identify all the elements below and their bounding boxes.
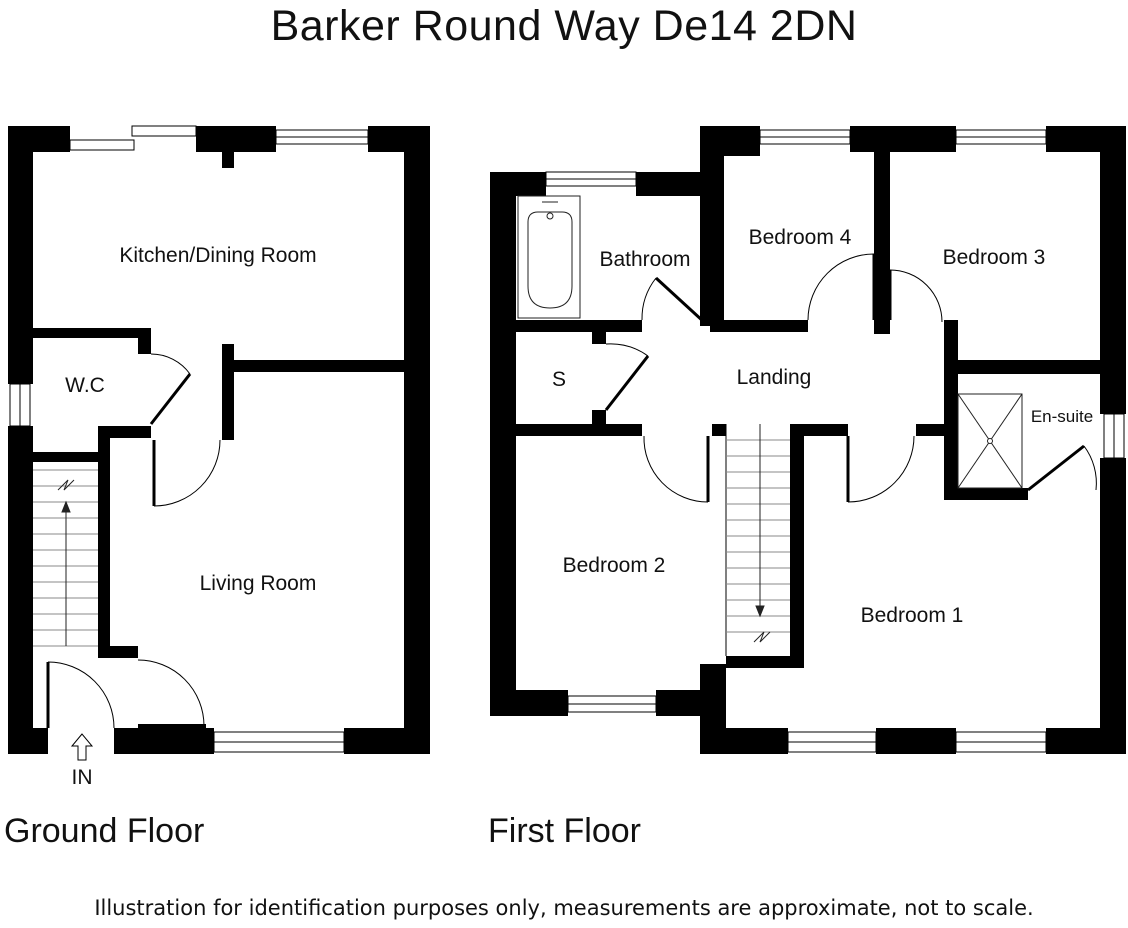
first-floor-walls — [490, 126, 1126, 754]
disclaimer-text: Illustration for identification purposes… — [94, 896, 1034, 920]
ground-floor-plan: Kitchen/Dining Room W.C Living Room IN — [8, 125, 430, 789]
room-label-landing: Landing — [737, 366, 812, 389]
room-label-wc: W.C — [65, 374, 105, 397]
room-label-bedroom-3: Bedroom 3 — [943, 246, 1046, 269]
room-label-bedroom-4: Bedroom 4 — [749, 226, 852, 249]
first-window-lines — [546, 136, 1115, 743]
room-label-living: Living Room — [200, 572, 317, 595]
entrance-arrow-icon — [70, 733, 94, 761]
room-label-en-suite: En-suite — [1031, 407, 1093, 426]
room-label-storage: S — [552, 368, 566, 391]
ground-floor-label: Ground Floor — [4, 812, 205, 850]
ground-floor-doors — [46, 353, 221, 729]
first-floor-windows — [545, 129, 1125, 753]
first-floor-label: First Floor — [488, 812, 641, 850]
entrance-label: IN — [72, 766, 93, 789]
shower-tray-icon — [957, 393, 1023, 489]
room-label-bedroom-1: Bedroom 1 — [861, 604, 964, 627]
ground-window-lines — [19, 136, 368, 743]
ground-floor-walls — [8, 126, 430, 754]
ground-floor-windows — [9, 125, 369, 753]
first-floor-doors — [604, 253, 1097, 503]
first-floor-stairs — [725, 424, 790, 656]
room-label-bathroom: Bathroom — [599, 248, 690, 271]
bathtub-icon — [517, 195, 581, 319]
ground-floor-stairs — [33, 469, 98, 647]
plan-title: Barker Round Way De14 2DN — [270, 2, 858, 50]
room-label-kitchen: Kitchen/Dining Room — [119, 244, 316, 267]
room-label-bedroom-2: Bedroom 2 — [563, 554, 666, 577]
first-floor-plan: Bathroom Bedroom 4 Bedroom 3 S Landing E… — [490, 126, 1126, 754]
